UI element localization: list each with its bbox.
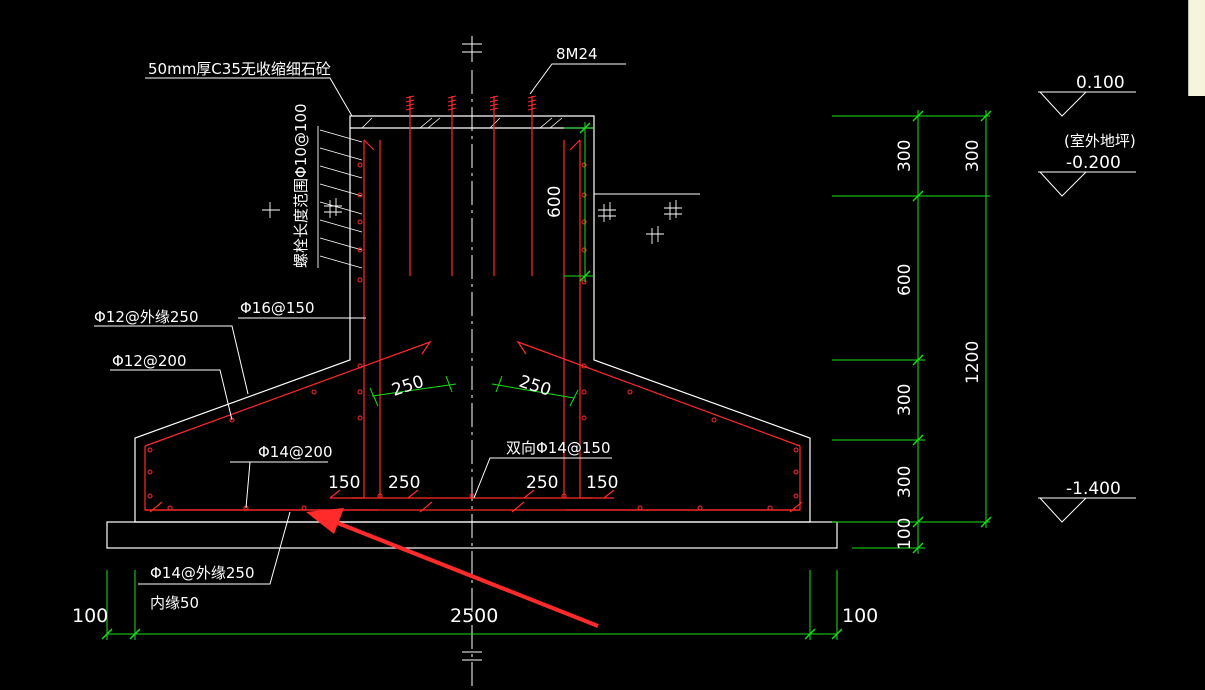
top-fill-hatch bbox=[361, 117, 563, 129]
dim-100-right: 100 bbox=[842, 605, 878, 627]
vdim-300-a: 300 bbox=[895, 140, 915, 172]
dim-250-bottom-left: 250 bbox=[388, 473, 420, 493]
bottom-double-bar-label: 双向Φ14@150 bbox=[506, 439, 611, 457]
elevation-grade: -0.200 bbox=[1066, 153, 1121, 173]
dim-600-column: 600 bbox=[545, 186, 565, 218]
dim-250-right: 250 bbox=[516, 372, 553, 401]
elevation-top: 0.100 bbox=[1076, 73, 1125, 93]
leader-lines bbox=[94, 63, 626, 585]
vdim-100: 100 bbox=[895, 518, 915, 550]
annotation-arrow bbox=[306, 508, 599, 628]
dimension-lines bbox=[106, 110, 990, 640]
anchor-range-label: 螺栓长度范围Φ10@100 bbox=[292, 103, 310, 268]
dim-250-left: 250 bbox=[389, 372, 426, 401]
dim-100-left: 100 bbox=[72, 605, 108, 627]
dim-2500: 2500 bbox=[450, 605, 498, 627]
slope-outer-bar-label: Φ12@外缘250 bbox=[94, 308, 199, 326]
bottom-edge-label: Φ14@外缘250 bbox=[150, 564, 255, 582]
vdim-300-d: 300 bbox=[895, 466, 915, 498]
elevation-bottom: -1.400 bbox=[1066, 479, 1121, 499]
column-bar-label: Φ16@150 bbox=[240, 299, 315, 317]
bottom-bar-label: Φ14@200 bbox=[258, 443, 333, 461]
foundation-outline bbox=[106, 115, 838, 549]
rebar bbox=[144, 96, 803, 513]
dimension-ticks bbox=[101, 110, 992, 640]
bottom-inner-edge-label: 内缘50 bbox=[150, 594, 199, 612]
soil-hatch bbox=[262, 126, 700, 269]
top-fill-label: 50mm厚C35无收缩细石砼 bbox=[148, 60, 331, 78]
center-line bbox=[462, 36, 482, 690]
dim-250-bottom-right: 250 bbox=[526, 473, 558, 493]
side-note-panel bbox=[1188, 0, 1205, 96]
slope-inner-bar-label: Φ12@200 bbox=[112, 352, 187, 370]
elevation-markers bbox=[1038, 91, 1136, 523]
vdim-300-b: 300 bbox=[963, 140, 983, 172]
vdim-1200: 1200 bbox=[963, 341, 983, 384]
dim-150-right: 150 bbox=[586, 473, 618, 493]
vdim-600: 600 bbox=[895, 264, 915, 296]
rebar-dots bbox=[147, 162, 799, 511]
dim-150-left: 150 bbox=[328, 473, 360, 493]
bolts-label: 8M24 bbox=[556, 45, 598, 63]
bolt-threads bbox=[405, 95, 537, 111]
outdoor-grade-label: (室外地坪) bbox=[1064, 132, 1136, 150]
vdim-300-c: 300 bbox=[895, 384, 915, 416]
